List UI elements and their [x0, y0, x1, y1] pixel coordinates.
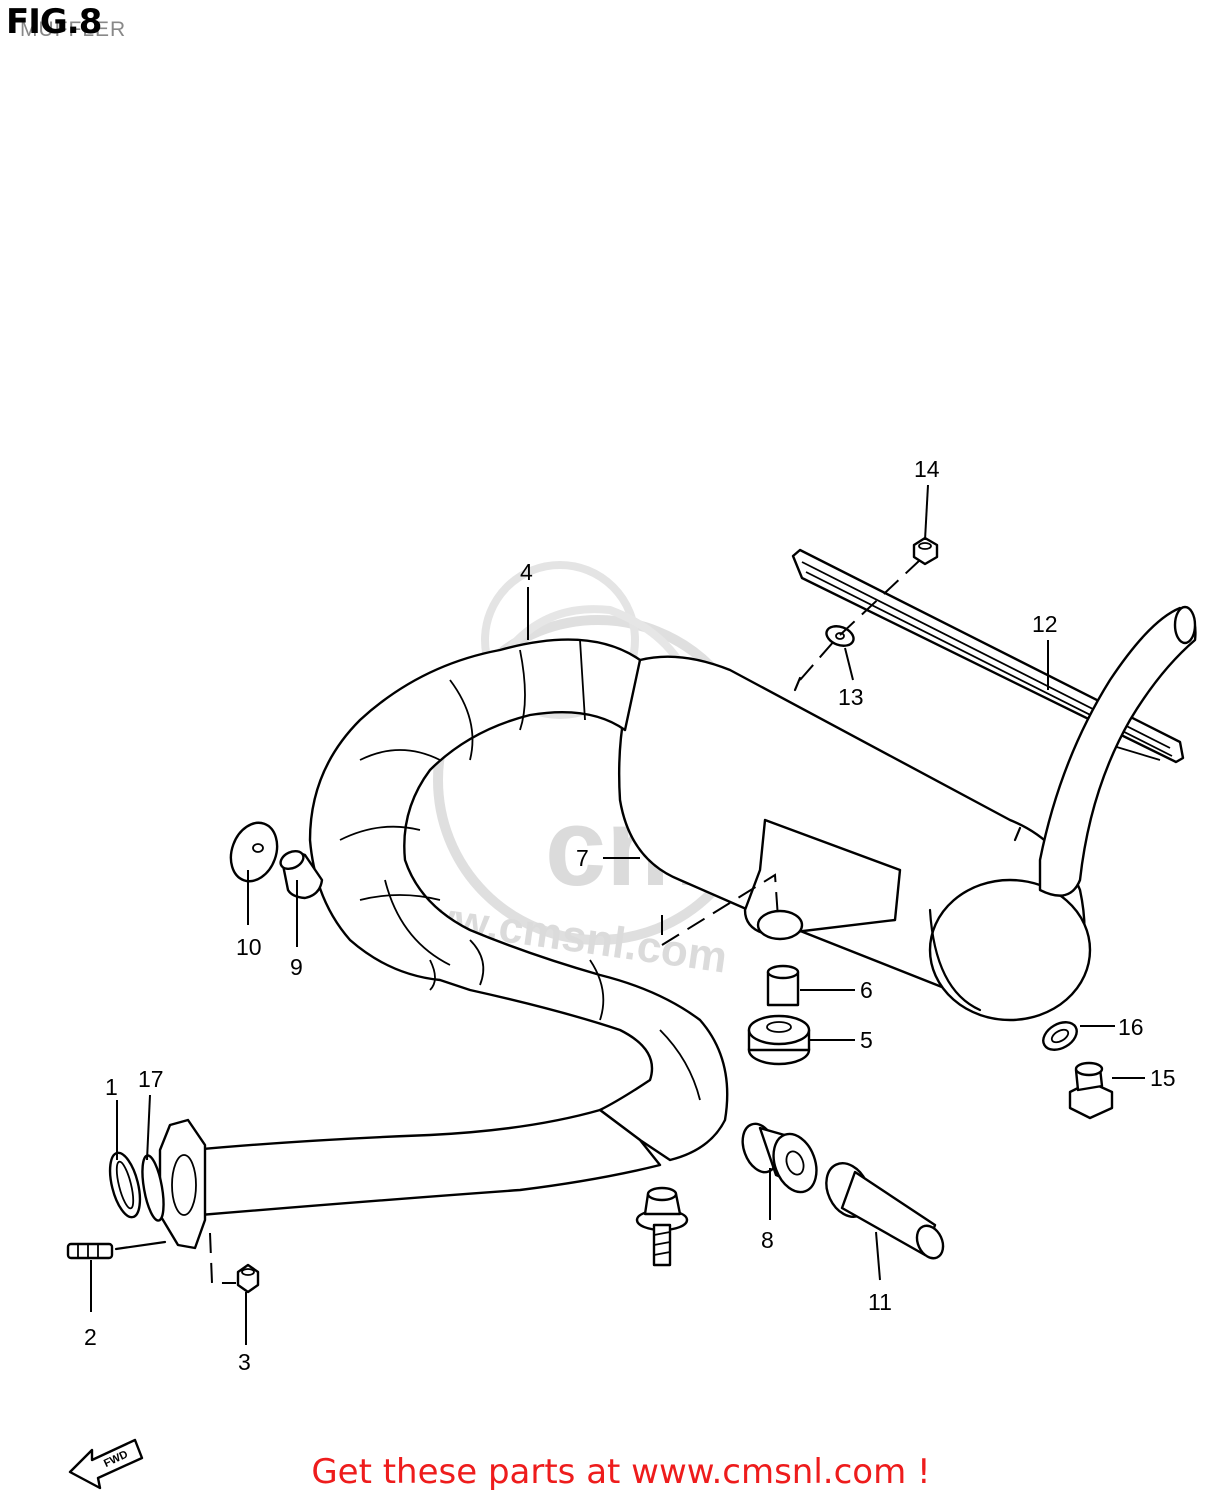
- callout-9: 9: [290, 954, 303, 980]
- callout-6: 6: [860, 977, 873, 1003]
- washer-part-13: [825, 625, 855, 647]
- callout-12: 12: [1032, 611, 1058, 637]
- nut-part-14: [912, 536, 939, 566]
- fwd-arrow-icon: FWD: [68, 1438, 144, 1490]
- washer-part-16: [1042, 1021, 1078, 1051]
- sleeve-part-11: [825, 1162, 945, 1260]
- nut-part-3: [236, 1263, 260, 1294]
- callout-1: 1: [105, 1074, 118, 1100]
- callout-numbers: 1 2 3 4 5 6 7 8 9 10 11 12 13 14 15 16 1…: [84, 456, 1176, 1375]
- callout-10: 10: [236, 934, 262, 960]
- callout-14: 14: [914, 456, 940, 482]
- figure-subtitle: MUFFLER: [20, 18, 127, 41]
- callout-16: 16: [1118, 1014, 1144, 1040]
- stud-part-2: [66, 1242, 114, 1260]
- figure-title: FIG.8: [6, 2, 102, 42]
- collar-part-6: [766, 964, 800, 1007]
- footer-promo: Get these parts at www.cmsnl.com !: [0, 1452, 1212, 1492]
- footer-link-text[interactable]: Get these parts at www.cmsnl.com !: [311, 1452, 931, 1492]
- callout-2: 2: [84, 1324, 97, 1350]
- callout-3: 3: [238, 1349, 251, 1375]
- collar-part-9-shape: [279, 849, 324, 900]
- gasket-part-1: [108, 1151, 142, 1219]
- callout-11: 11: [868, 1289, 892, 1315]
- callout-4: 4: [520, 559, 533, 585]
- callout-15: 15: [1150, 1065, 1176, 1091]
- callout-17: 17: [138, 1066, 164, 1092]
- leader-lines: [90, 484, 1145, 1345]
- washer-part-10: [229, 821, 279, 883]
- callout-13: 13: [838, 684, 864, 710]
- grommet-part-5: [747, 1014, 811, 1066]
- callout-8: 8: [761, 1227, 774, 1253]
- callout-5: 5: [860, 1027, 873, 1053]
- plug-part-15: [1068, 1061, 1114, 1120]
- grommet-part-8: [741, 1122, 818, 1194]
- bolt-part-7: [635, 1186, 689, 1267]
- callout-7: 7: [576, 845, 589, 871]
- muffler-part-4: [158, 605, 1197, 1250]
